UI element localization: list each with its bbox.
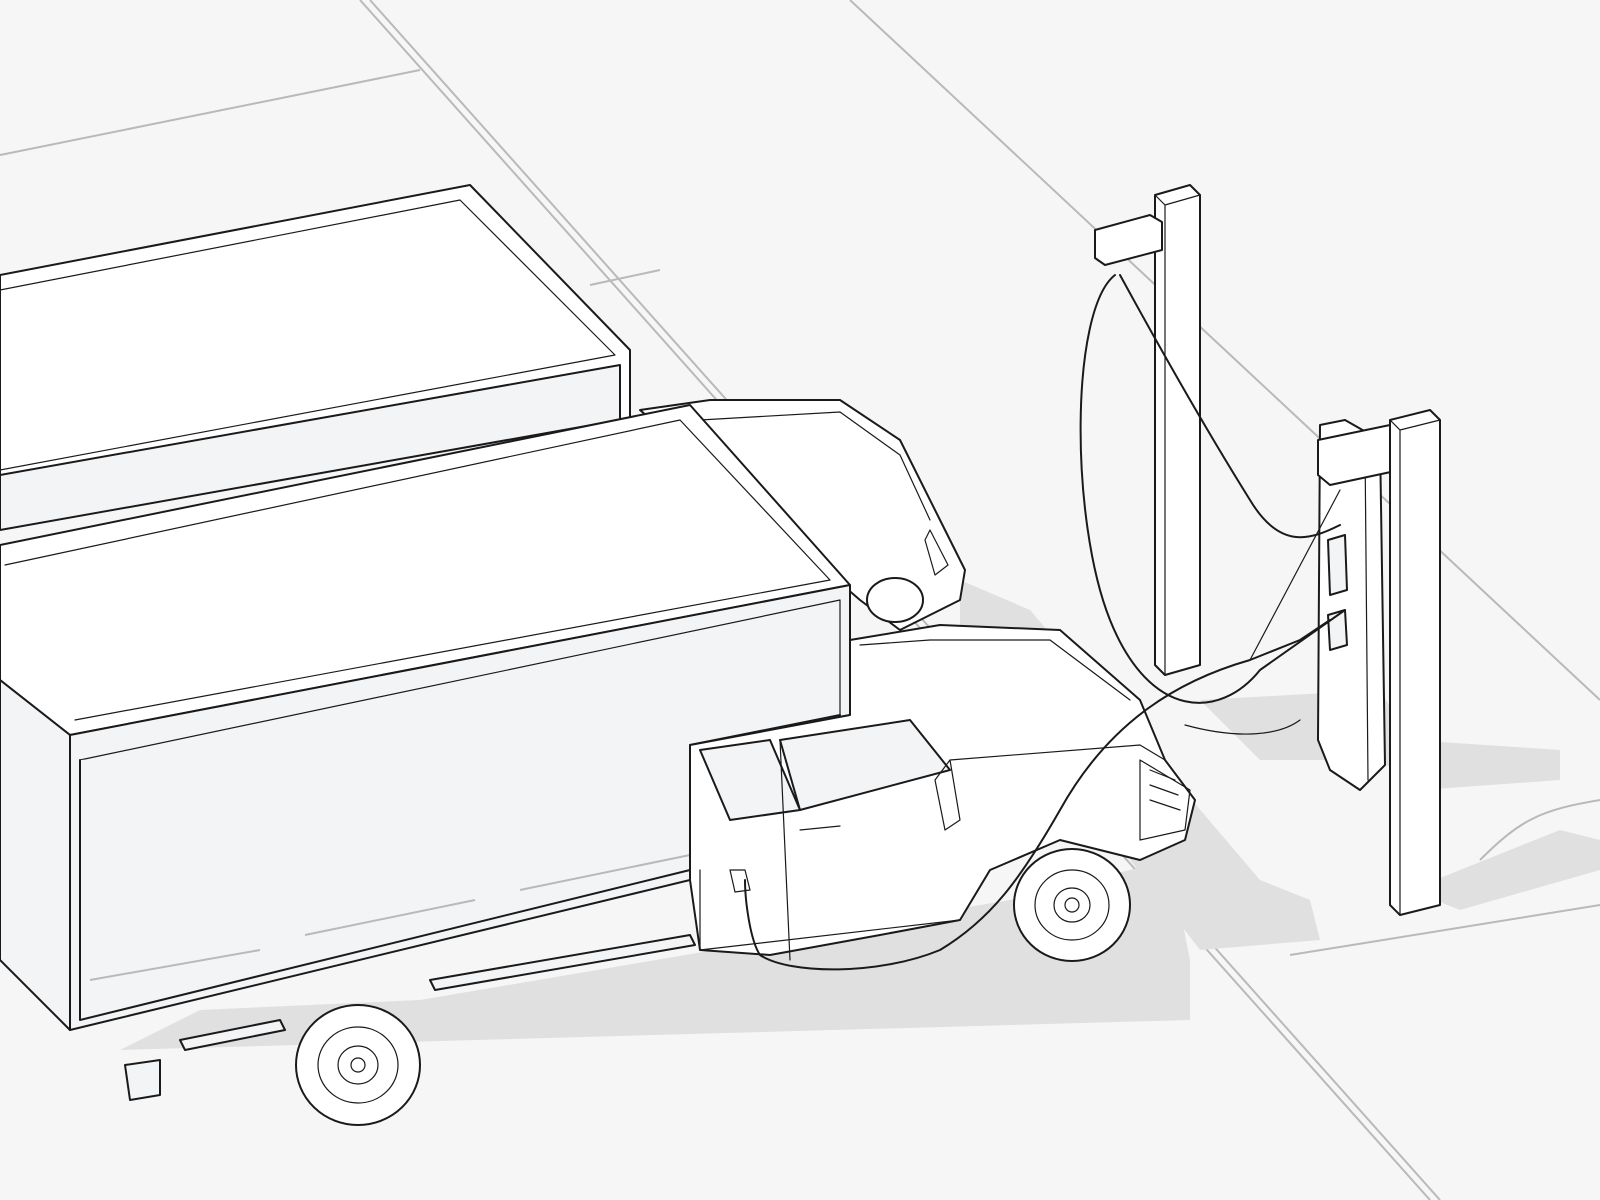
front-truck-side-skirt bbox=[429, 934, 696, 991]
front-wheel-cap bbox=[1064, 897, 1080, 913]
charger-display-screen bbox=[1327, 534, 1348, 596]
reflective-strip-2 bbox=[304, 899, 476, 936]
support-tether bbox=[1249, 489, 1341, 661]
front-truck-grille-slats bbox=[1149, 769, 1181, 811]
front-truck-rear-wheel bbox=[295, 1004, 421, 1126]
post-shadow bbox=[1410, 830, 1600, 910]
front-truck-grille bbox=[1139, 759, 1191, 841]
overhead-loop-cable bbox=[1079, 274, 1346, 704]
ground-cable bbox=[1479, 799, 1600, 861]
front-truck-box-front-inset bbox=[79, 599, 841, 761]
charger-cabinet-ribs bbox=[1364, 444, 1369, 781]
front-truck-mudflap-bracket bbox=[124, 1059, 161, 1101]
front-truck-door-seam bbox=[779, 739, 791, 961]
rear-wheel-tire bbox=[295, 1004, 421, 1126]
front-truck-front-wheel bbox=[1013, 848, 1131, 962]
cable-management-post-edge bbox=[1154, 194, 1201, 676]
rear-wheel-rim bbox=[317, 1026, 399, 1104]
front-truck-side-window bbox=[779, 719, 951, 811]
front-truck-hood-edge bbox=[949, 744, 1166, 761]
front-truck-frame-rail bbox=[179, 1019, 286, 1051]
front-bollard-post-edge bbox=[1389, 419, 1441, 916]
rear-truck-grille bbox=[924, 529, 949, 576]
front-truck-shadow bbox=[120, 860, 1190, 1050]
reflective-strip-1 bbox=[89, 949, 261, 981]
rear-truck-front-wheel bbox=[866, 577, 924, 623]
charger-connector-holster bbox=[1327, 609, 1348, 651]
front-truck-box-left-side bbox=[0, 679, 71, 1031]
front-bollard-post bbox=[1389, 409, 1441, 916]
rear-truck-hood-line bbox=[699, 411, 931, 521]
parking-line-a bbox=[589, 269, 661, 286]
sidewalk-edge bbox=[849, 0, 1600, 701]
reflective-strip-3 bbox=[519, 854, 691, 891]
front-truck-rocker bbox=[699, 869, 961, 951]
front-truck bbox=[0, 404, 1196, 1126]
cable-arm-bracket bbox=[1094, 214, 1163, 266]
rear-wheel-hub bbox=[337, 1045, 379, 1085]
rear-truck-box-roof-inset bbox=[0, 199, 616, 471]
overhead-cable-to-cabinet bbox=[1119, 274, 1341, 539]
rear-wheel-cap bbox=[350, 1057, 366, 1073]
sidewalk-joint bbox=[1289, 904, 1600, 956]
vehicle-charge-port bbox=[729, 869, 751, 893]
cable-slack-loop bbox=[1184, 719, 1301, 735]
charging-equipment bbox=[744, 184, 1600, 971]
lane-line-top bbox=[0, 69, 421, 156]
cable-management-post bbox=[1154, 184, 1201, 676]
front-wheel-rim bbox=[1034, 869, 1110, 941]
charging-cable-to-truck bbox=[744, 619, 1331, 971]
charger-cabinet bbox=[1317, 419, 1386, 791]
front-wheel-tire bbox=[1013, 848, 1131, 962]
front-truck-side-mirror bbox=[934, 759, 961, 831]
front-wheel-hub bbox=[1053, 887, 1091, 923]
front-truck-door-handle bbox=[799, 825, 841, 831]
front-truck-hood-top bbox=[859, 639, 1131, 701]
front-truck-box-roof-inset bbox=[4, 419, 831, 721]
